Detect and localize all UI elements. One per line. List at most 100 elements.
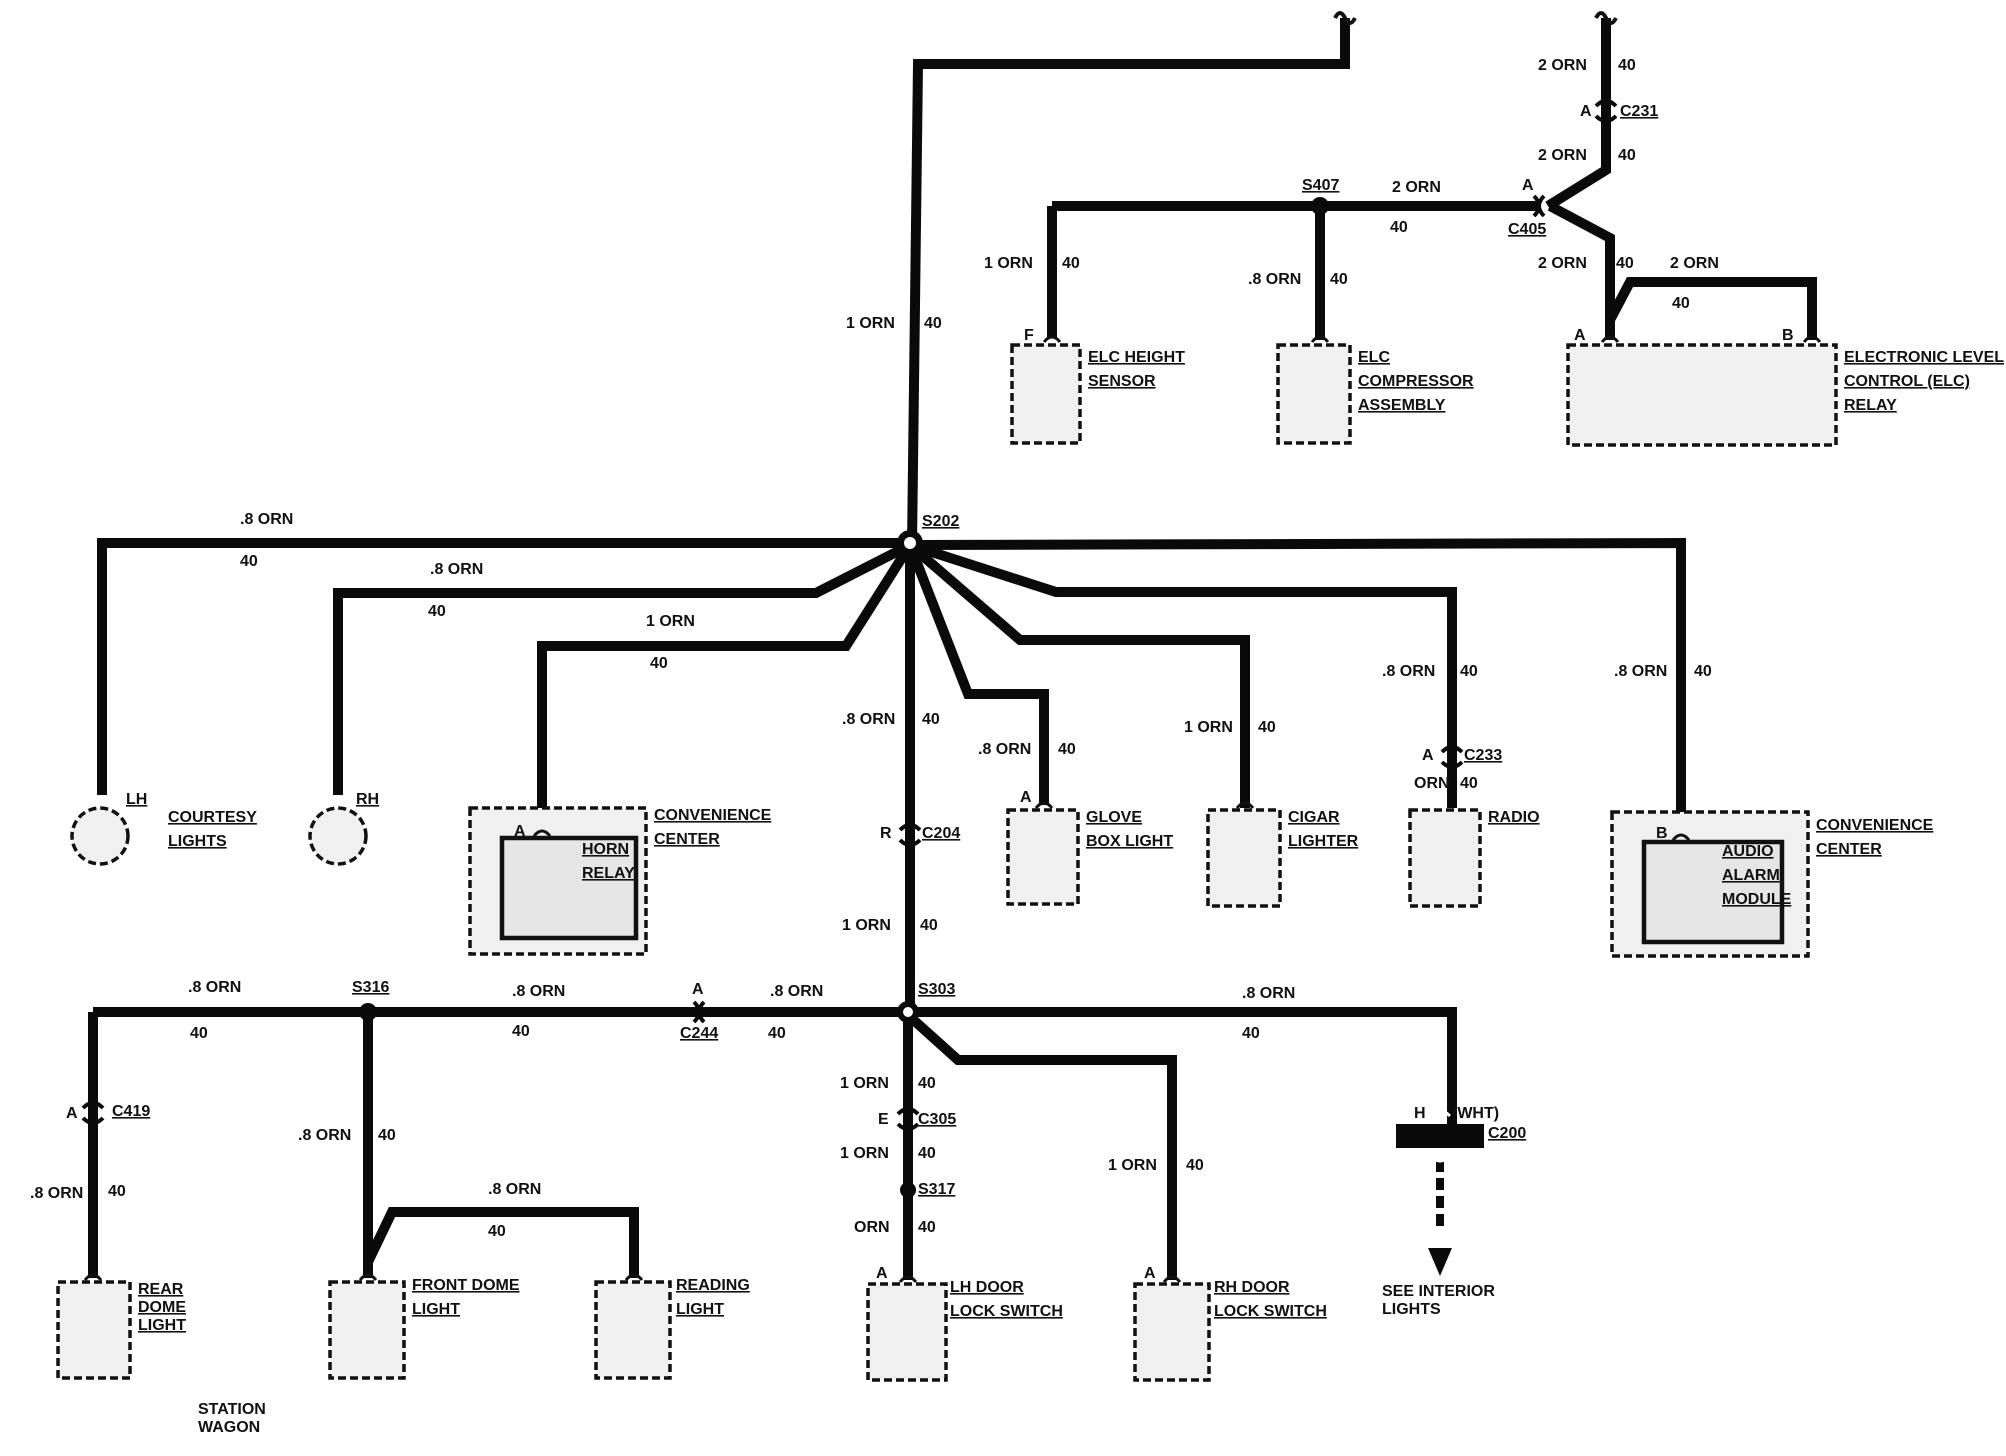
reading-light-label: LIGHT bbox=[676, 1301, 724, 1318]
ids: S407 S202 S303 S316 S317 A C231 A C405 A… bbox=[66, 103, 1658, 1198]
wire-gauge: .8 ORN bbox=[188, 979, 241, 996]
splice-s202-center bbox=[904, 537, 916, 549]
station-wagon-label: WAGON bbox=[198, 1419, 260, 1436]
connector-label: C233 bbox=[1464, 747, 1502, 764]
convenience-center-label: CENTER bbox=[1816, 841, 1882, 858]
terminal-icon bbox=[1162, 1275, 1182, 1283]
wire-gauge: 1 ORN bbox=[846, 315, 895, 332]
connector-pin: A bbox=[692, 981, 704, 998]
connector-c204-icon bbox=[898, 823, 922, 847]
connector-color: (WHT) bbox=[1452, 1105, 1499, 1122]
pin-label: A bbox=[1144, 1265, 1156, 1282]
circuit-number: 40 bbox=[488, 1223, 506, 1240]
wire-gauge: 1 ORN bbox=[1108, 1157, 1157, 1174]
connector-pin: E bbox=[878, 1111, 889, 1128]
circuit-number: 40 bbox=[1460, 663, 1478, 680]
connector-pin: A bbox=[1580, 103, 1592, 120]
wire-c405-to-relay bbox=[1547, 201, 1615, 340]
wire-rh-courtesy bbox=[333, 540, 913, 795]
connector-label: C305 bbox=[918, 1111, 956, 1128]
wire-c231-feed bbox=[1545, 18, 1611, 211]
wire-gauge: 2 ORN bbox=[1670, 255, 1719, 272]
circuit-number: 40 bbox=[428, 603, 446, 620]
wire-gauge: .8 ORN bbox=[430, 561, 483, 578]
pin-label: A bbox=[1020, 789, 1032, 806]
elc-height-sensor-label: ELC HEIGHT bbox=[1088, 349, 1185, 366]
pin-label: A bbox=[876, 1265, 888, 1282]
wire-gauge: .8 ORN bbox=[978, 741, 1031, 758]
rear-dome-light-label: LIGHT bbox=[138, 1317, 186, 1334]
circuit-number: 40 bbox=[1616, 255, 1634, 272]
terminals bbox=[83, 335, 1822, 1283]
circuit-number: 40 bbox=[768, 1025, 786, 1042]
wire-gauge: 1 ORN bbox=[646, 613, 695, 630]
circuit-number: 40 bbox=[512, 1023, 530, 1040]
terminal-icon bbox=[1042, 335, 1062, 343]
circuit-number: 40 bbox=[190, 1025, 208, 1042]
cigar-lighter-label: CIGAR bbox=[1288, 809, 1340, 826]
wire-gauge: 1 ORN bbox=[1184, 719, 1233, 736]
audio-alarm-module-label: AUDIO bbox=[1722, 843, 1774, 860]
connector-label: C405 bbox=[1508, 221, 1546, 238]
splice-label: S316 bbox=[352, 979, 389, 996]
circuit-number: 40 bbox=[1062, 255, 1080, 272]
connector-c200-icon bbox=[1428, 1109, 1452, 1163]
connector-label: C200 bbox=[1488, 1125, 1526, 1142]
lh-door-lock-switch-box bbox=[866, 1282, 948, 1382]
wire-gauge: ORN bbox=[1414, 775, 1450, 792]
wire-glove bbox=[905, 543, 1049, 805]
wire-main-feed bbox=[907, 18, 1350, 546]
reading-light-box bbox=[594, 1280, 672, 1380]
circuit-number: 40 bbox=[920, 917, 938, 934]
elc-relay-box bbox=[1566, 343, 1838, 447]
wire-gauge: 1 ORN bbox=[840, 1145, 889, 1162]
lh-light-label: LH bbox=[126, 791, 147, 808]
wire-lh-courtesy bbox=[97, 538, 910, 795]
connector-c419-icon bbox=[81, 1101, 105, 1125]
wires bbox=[88, 18, 1817, 1280]
circuit-number: 40 bbox=[922, 711, 940, 728]
circuit-number: 40 bbox=[240, 553, 258, 570]
glove-box-light-label: GLOVE bbox=[1086, 809, 1142, 826]
terminal-icon bbox=[532, 829, 552, 837]
circuit-number: 40 bbox=[108, 1183, 126, 1200]
wire-gauge: .8 ORN bbox=[1242, 985, 1295, 1002]
wire-front-dome bbox=[363, 1012, 639, 1278]
circuit-number: 40 bbox=[918, 1145, 936, 1162]
rh-light-label: RH bbox=[356, 791, 379, 808]
terminal-icon bbox=[1310, 335, 1330, 343]
connector-pin: A bbox=[66, 1105, 78, 1122]
wire-gauge: .8 ORN bbox=[1382, 663, 1435, 680]
wire-gauge: .8 ORN bbox=[1248, 271, 1301, 288]
front-dome-light-box bbox=[328, 1280, 406, 1380]
convenience-center-label: CENTER bbox=[654, 831, 720, 848]
rh-door-lock-switch-label: LOCK SWITCH bbox=[1214, 1303, 1327, 1320]
connector-pin: R bbox=[880, 825, 892, 842]
connector-label: C231 bbox=[1620, 103, 1658, 120]
wire-gauge: 2 ORN bbox=[1538, 57, 1587, 74]
elc-relay-label: CONTROL (ELC) bbox=[1844, 373, 1970, 390]
connector-label: C204 bbox=[922, 825, 960, 842]
wire-gauge: .8 ORN bbox=[488, 1181, 541, 1198]
wire-break-icon bbox=[1594, 11, 1618, 25]
circuit-number: 40 bbox=[378, 1127, 396, 1144]
rear-dome-light-label: DOME bbox=[138, 1299, 186, 1316]
pin-label: B bbox=[1782, 327, 1794, 344]
splice-label: S407 bbox=[1302, 177, 1339, 194]
glove-box-light-box bbox=[1006, 808, 1080, 906]
splice-label: S202 bbox=[922, 513, 959, 530]
audio-alarm-module-label: MODULE bbox=[1722, 891, 1792, 908]
wire-relay-b bbox=[1605, 277, 1817, 340]
components bbox=[56, 343, 1838, 1382]
rear-dome-light-label: REAR bbox=[138, 1281, 184, 1298]
connector-c405-icon bbox=[1532, 194, 1546, 218]
elc-relay-label: RELAY bbox=[1844, 397, 1897, 414]
wire-alarm bbox=[909, 537, 1686, 815]
connector-c231-icon bbox=[1594, 99, 1618, 123]
connector-pin: A bbox=[1422, 747, 1434, 764]
splice-label: S317 bbox=[918, 1181, 955, 1198]
lh-courtesy-light bbox=[70, 806, 130, 866]
elc-relay-label: ELECTRONIC LEVEL bbox=[1844, 349, 2004, 366]
terminal-icon bbox=[1671, 833, 1691, 841]
